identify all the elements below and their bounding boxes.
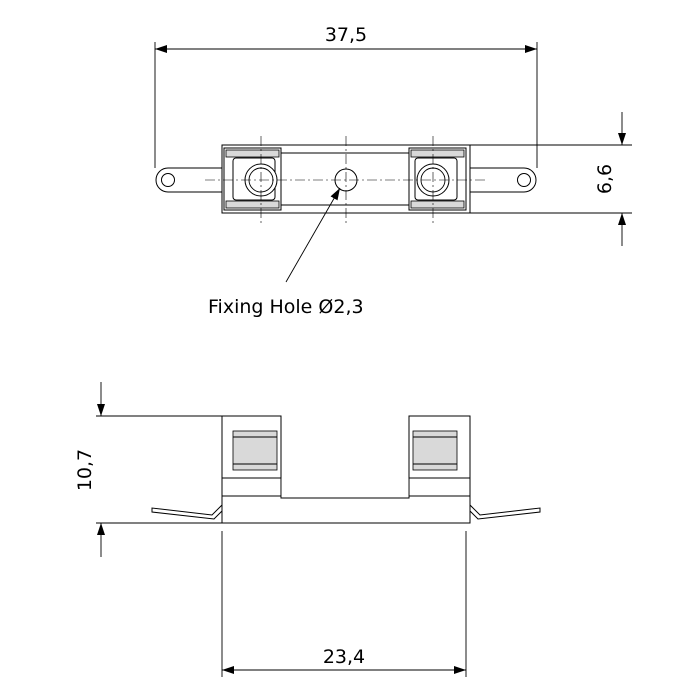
- right-clip-top: [408, 147, 467, 211]
- left-solder-tab: [155, 167, 222, 193]
- dim-height-label: 10,7: [74, 449, 96, 491]
- dim-overall-length-label: 37,5: [325, 24, 367, 46]
- holder-base-side: [221, 495, 471, 524]
- right-clip-side: [408, 415, 471, 479]
- top-view: 37,5 6,6: [154, 24, 632, 318]
- left-clip-side: [221, 415, 282, 479]
- side-view: 10,7: [74, 382, 541, 677]
- right-tab-hole: [517, 173, 531, 187]
- left-clip-top: [223, 147, 282, 211]
- dim-height: 10,7: [74, 382, 222, 557]
- right-solder-tab: [470, 167, 537, 193]
- left-tab-hole: [161, 173, 175, 187]
- dim-width: 6,6: [470, 112, 632, 246]
- dim-overall-length: 37,5: [154, 24, 538, 168]
- dim-base-length: 23,4: [221, 531, 467, 677]
- dim-width-label: 6,6: [594, 164, 616, 194]
- dim-base-length-label: 23,4: [323, 646, 365, 668]
- fixing-hole-label: Fixing Hole Ø2,3: [208, 296, 364, 318]
- fixing-hole-leader: [285, 187, 341, 283]
- left-lead: [151, 504, 225, 520]
- right-lead: [467, 504, 541, 520]
